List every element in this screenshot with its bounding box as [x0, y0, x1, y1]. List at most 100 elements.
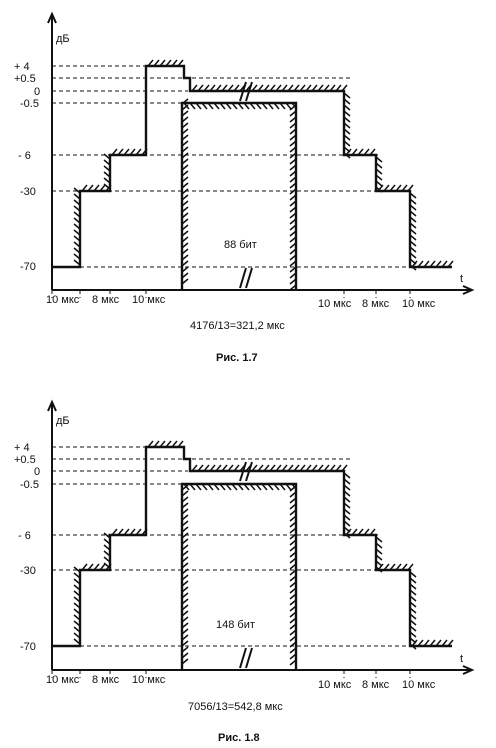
- hatch-mark: [219, 483, 226, 491]
- hatch-mark: [343, 116, 351, 123]
- hatch-mark: [147, 440, 154, 448]
- hatch-mark: [181, 532, 189, 539]
- hatch-mark: [343, 514, 351, 521]
- hatch-mark: [289, 284, 297, 291]
- hatch-mark: [73, 229, 81, 236]
- hatch-mark: [375, 542, 383, 549]
- hatch-mark: [111, 148, 118, 156]
- hatch-mark: [285, 483, 292, 491]
- hatch-mark: [343, 532, 351, 539]
- figure-caption: Рис. 1.8: [218, 732, 260, 744]
- hatch-mark: [181, 580, 189, 587]
- hatch-mark: [323, 84, 330, 92]
- hatch-mark: [181, 170, 189, 177]
- hatch-mark: [103, 165, 111, 172]
- hatch-mark: [181, 562, 189, 569]
- hatch-mark: [181, 176, 189, 183]
- hatch-mark: [73, 193, 81, 200]
- hatch-mark: [441, 639, 448, 647]
- hatch-mark: [129, 148, 136, 156]
- hatch-mark: [191, 84, 198, 92]
- hatch-mark: [103, 532, 111, 539]
- level-label: +0.5: [14, 454, 36, 466]
- hatch-mark: [73, 235, 81, 242]
- hatch-mark: [289, 152, 297, 159]
- hatch-mark: [181, 230, 189, 237]
- hatch-mark: [363, 528, 370, 536]
- hatch-mark: [221, 464, 228, 472]
- hatch-mark: [343, 98, 351, 105]
- hatch-mark: [289, 647, 297, 654]
- hatch-mark: [93, 184, 100, 192]
- level-label: - 6: [18, 150, 31, 162]
- hatch-mark: [233, 464, 240, 472]
- hatch-mark: [389, 184, 396, 192]
- hatch-mark: [189, 102, 196, 110]
- hatch-mark: [409, 577, 417, 584]
- hatch-mark: [375, 174, 383, 181]
- hatch-mark: [407, 184, 414, 192]
- hatch-mark: [129, 528, 136, 536]
- hatch-mark: [305, 464, 312, 472]
- hatch-mark: [357, 148, 364, 156]
- hatch-mark: [181, 658, 189, 665]
- hatch-mark: [181, 194, 189, 201]
- hatch-mark: [273, 483, 280, 491]
- lower-mask-line: [180, 101, 298, 290]
- break-mark: [245, 647, 253, 669]
- hatch-mark: [73, 614, 81, 621]
- hatch-mark: [73, 626, 81, 633]
- hatch-mark: [289, 212, 297, 219]
- y-axis-arrow: [47, 399, 57, 412]
- hatch-mark: [409, 204, 417, 211]
- hatch-mark: [289, 605, 297, 612]
- hatch-mark: [251, 84, 258, 92]
- level-label: + 4: [14, 442, 30, 454]
- hatch-mark: [335, 84, 342, 92]
- hatch-mark: [343, 110, 351, 117]
- hatch-mark: [341, 84, 348, 92]
- hatch-mark: [181, 484, 189, 491]
- hatch-mark: [257, 464, 264, 472]
- hatch-mark: [73, 584, 81, 591]
- hatch-mark: [207, 483, 214, 491]
- hatch-mark: [237, 483, 244, 491]
- hatch-mark: [233, 84, 240, 92]
- hatch-mark: [209, 464, 216, 472]
- hatch-mark: [375, 180, 383, 187]
- y-axis-arrow: [47, 11, 57, 24]
- level-label: -0.5: [20, 479, 39, 491]
- level-label: -30: [20, 186, 36, 198]
- hatch-mark: [375, 156, 383, 163]
- hatch-mark: [177, 440, 184, 448]
- hatch-mark: [181, 544, 189, 551]
- hatch-mark: [261, 483, 268, 491]
- hatch-mark: [181, 266, 189, 273]
- hatch-mark: [409, 228, 417, 235]
- hatch-mark: [225, 102, 232, 110]
- hatch-mark: [345, 148, 352, 156]
- hatch-mark: [257, 84, 264, 92]
- hatch-mark: [165, 59, 172, 67]
- hatch-mark: [289, 272, 297, 279]
- hatch-mark: [73, 259, 81, 266]
- hatch-mark: [293, 464, 300, 472]
- hatch-mark: [289, 629, 297, 636]
- hatch-mark: [181, 242, 189, 249]
- hatch-mark: [343, 92, 351, 99]
- hatch-mark: [219, 102, 226, 110]
- hatch-mark: [289, 587, 297, 594]
- hatch-mark: [195, 102, 202, 110]
- hatch-mark: [343, 134, 351, 141]
- hatch-mark: [287, 84, 294, 92]
- hatch-mark: [255, 483, 262, 491]
- hatch-mark: [409, 625, 417, 632]
- hatch-mark: [73, 217, 81, 224]
- hatch-mark: [343, 140, 351, 147]
- hatch-mark: [181, 218, 189, 225]
- figure-caption: Рис. 1.7: [216, 352, 258, 364]
- hatch-mark: [177, 59, 184, 67]
- hatch-mark: [181, 152, 189, 159]
- hatch-mark: [409, 601, 417, 608]
- hatch-mark: [375, 554, 383, 561]
